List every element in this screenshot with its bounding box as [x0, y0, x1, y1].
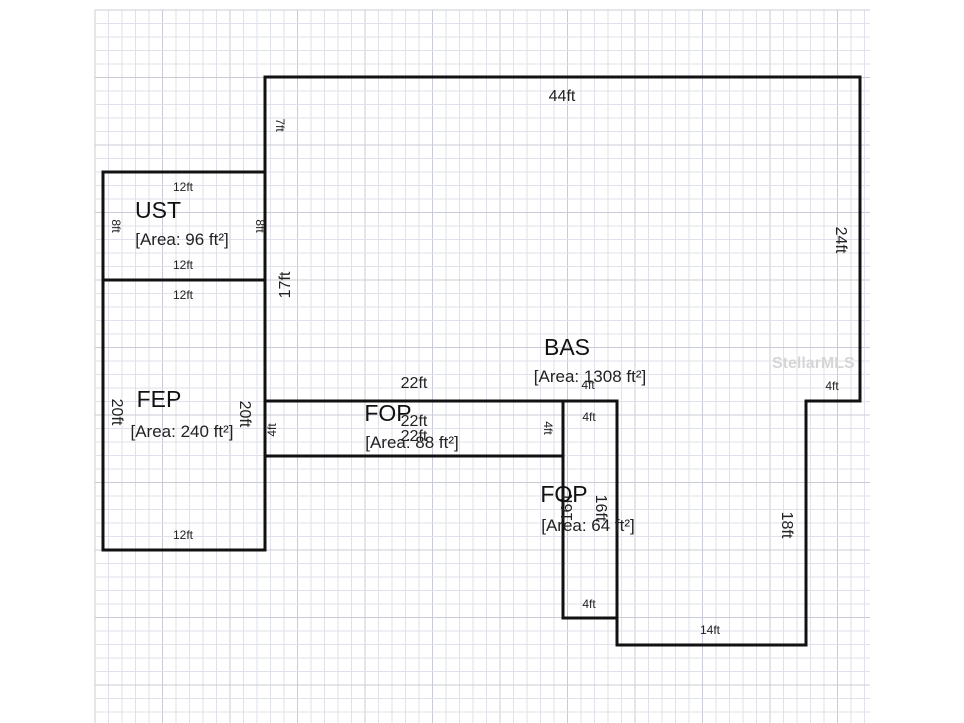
fep-right-dim: 20ft	[236, 401, 253, 428]
fep-name: FEP	[137, 386, 182, 412]
fop2-left-dim: 16ft	[559, 494, 576, 521]
fop1-name: FOP	[364, 400, 411, 426]
ust-name: UST	[135, 197, 181, 223]
fep-left-dim: 20ft	[108, 399, 125, 426]
ust-right-dim: 8ft	[253, 219, 267, 233]
fop2-bottom-dim: 4ft	[582, 597, 596, 611]
fep-area: [Area: 240 ft²]	[131, 422, 234, 441]
bas-step-dim: 4ft	[581, 378, 595, 392]
bas-inner-top-dim: 22ft	[401, 375, 428, 392]
fop2-area: [Area: 64 ft²]	[541, 516, 635, 535]
fop1-top-dim: 22ft	[401, 413, 428, 430]
bas-left-upper-dim: 7ft	[273, 118, 287, 132]
bas-lower-right-dim: 18ft	[778, 512, 795, 539]
grid-background	[94, 9, 870, 723]
bas-bottom-dim: 14ft	[700, 623, 721, 637]
ust-bottom-dim: 12ft	[173, 258, 194, 272]
fop2-name: FOP	[540, 481, 587, 507]
fop2-right-dim: 16ft	[592, 495, 609, 522]
ust-left-dim: 8ft	[109, 219, 123, 233]
bas-left-mid-dim: 17ft	[277, 271, 294, 298]
fop1-right-dim: 4ft	[541, 421, 555, 435]
ust-top-dim: 12ft	[173, 180, 194, 194]
fop1-left-dim: 4ft	[265, 423, 279, 437]
bas-step-right-dim: 4ft	[825, 379, 839, 393]
bas-area: [Area: 1308 ft²]	[534, 367, 646, 386]
bas-right-dim: 24ft	[832, 227, 849, 254]
bas-top-dim: 44ft	[549, 88, 576, 105]
fop1-area: [Area: 88 ft²]	[365, 433, 459, 452]
fep-bottom-dim: 12ft	[173, 528, 194, 542]
fop2-top-dim: 4ft	[582, 410, 596, 424]
fop2-outline	[561, 399, 619, 620]
watermark: StellarMLS	[772, 355, 855, 372]
bas-name: BAS	[544, 334, 590, 360]
ust-area: [Area: 96 ft²]	[135, 230, 229, 249]
fep-top-dim: 12ft	[173, 288, 194, 302]
fop1-bottom-dim: 22ft	[401, 428, 428, 445]
